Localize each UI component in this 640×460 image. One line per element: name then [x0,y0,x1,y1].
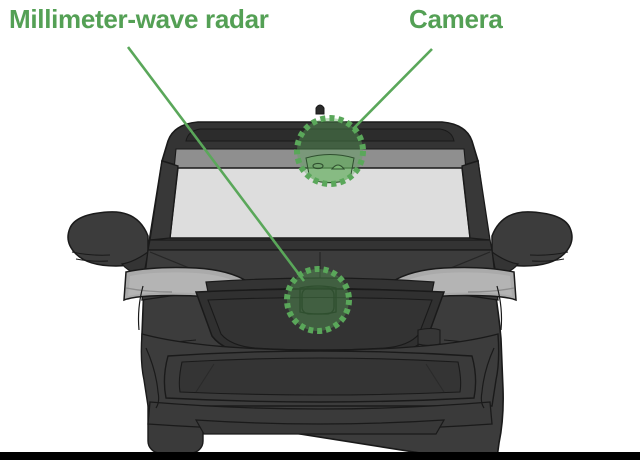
ground-line [0,452,640,460]
left-a-pillar [149,160,179,241]
label-millimeter-wave-radar: Millimeter-wave radar [9,4,269,34]
left-fender-edge [137,285,144,331]
antenna-nub [315,104,325,115]
radar-leader-line [126,46,306,282]
right-bumper-corner [480,347,495,409]
label-camera: Camera [409,4,503,34]
air-dam-crease-left [195,363,215,393]
left-bumper-corner [145,347,160,409]
camera-leader-line [352,48,433,130]
radar-highlight [284,266,352,334]
lower-grille-inner [207,296,433,351]
air-dam-crease-right [425,363,445,393]
right-fender-edge [496,285,503,331]
splitter [194,419,446,435]
fog-light-blank [417,327,441,347]
right-mirror [491,211,573,275]
camera-highlight [294,115,366,187]
right-a-pillar [461,160,491,241]
left-mirror [67,211,149,275]
car-illustration [67,104,573,460]
air-dam-inner [178,357,462,396]
cowl [147,239,493,251]
roof-inner-shadow [185,128,455,142]
